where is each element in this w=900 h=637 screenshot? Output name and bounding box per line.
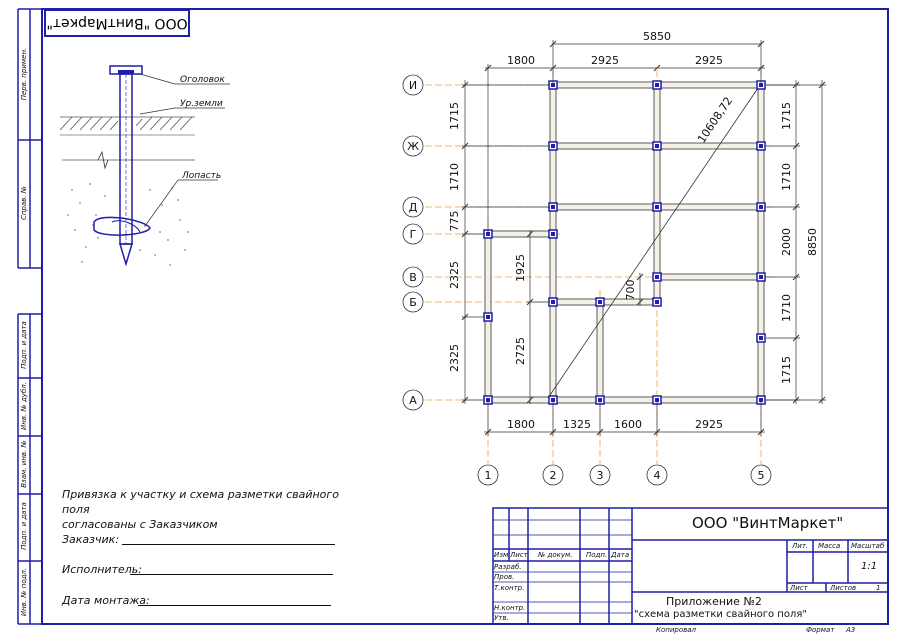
dim-left-3: 775: [448, 211, 461, 232]
axis-row-d: Д: [409, 201, 418, 214]
install-date-field: Дата монтажа:: [62, 594, 331, 607]
tb-role-checker: Пров.: [494, 573, 515, 581]
tb-col-sign: Подп.: [586, 551, 608, 559]
axis-row-b: Б: [409, 296, 417, 309]
customer-signature: Заказчик:: [62, 533, 335, 546]
axis-row-v: В: [409, 271, 417, 284]
pile-head-label: Оголовок: [180, 75, 225, 85]
customer-label: Заказчик:: [62, 533, 120, 546]
agreement-text: Привязка к участку и схема разметки свай…: [62, 487, 362, 532]
axis-row-g: Г: [410, 228, 417, 241]
axis-col-4: 4: [654, 469, 661, 482]
tb-sheets-value: 1: [876, 584, 881, 592]
tb-scale-label: Масштаб: [851, 542, 885, 550]
tb-col-date: Дата: [611, 551, 630, 559]
axis-row-a: А: [409, 394, 417, 407]
side-label-ref-no: Справ. №: [20, 185, 28, 221]
dim-right-total: 8850: [806, 228, 819, 256]
dim-bottom-3: 1600: [614, 418, 642, 431]
tb-mass-label: Масса: [818, 542, 841, 550]
ground-level-label: Ур.земли: [180, 99, 223, 109]
install-date-label: Дата монтажа:: [62, 594, 150, 607]
tb-format-value: А3: [846, 626, 856, 634]
tb-col-list: Лист: [510, 551, 528, 559]
dim-left-4: 2325: [448, 261, 461, 289]
contractor-signature: Исполнитель:: [62, 563, 333, 576]
top-corner-company: ООО "ВинтМаркет": [46, 15, 188, 31]
tb-lit-label: Лит.: [792, 542, 809, 550]
dim-top-3: 2925: [695, 54, 723, 67]
side-label-first-use: Перв. примен.: [20, 47, 28, 101]
tb-role-approver: Утв.: [494, 614, 509, 622]
axis-col-1: 1: [485, 469, 492, 482]
tb-role-tcontrol: Т.контр.: [494, 584, 525, 592]
agreement-line-2: согласованы с Заказчиком: [62, 518, 218, 531]
tb-role-ncontrol: Н.контр.: [494, 604, 526, 612]
dim-bottom-2: 1325: [563, 418, 591, 431]
dim-bottom-4: 2925: [695, 418, 723, 431]
tb-copied: Копировал: [656, 626, 696, 634]
tb-appendix-title: Приложение №2: [666, 595, 762, 608]
dim-right-1: 1715: [780, 102, 793, 130]
dim-left-1: 1715: [448, 102, 461, 130]
axis-col-5: 5: [758, 469, 765, 482]
tb-col-doc: № докум.: [538, 551, 573, 559]
tb-company: ООО "ВинтМаркет": [692, 514, 844, 532]
axis-row-zh: Ж: [407, 140, 419, 153]
dim-right-2: 1710: [780, 163, 793, 191]
pile-illustration: Оголовок Ур.земли Лопасть: [59, 65, 230, 267]
tb-role-developer: Разраб.: [494, 563, 522, 571]
dim-right-4: 1710: [780, 294, 793, 322]
dim-top-1: 1800: [507, 54, 535, 67]
dim-left-2: 1710: [448, 163, 461, 191]
axis-col-3: 3: [597, 469, 604, 482]
blade-label: Лопасть: [181, 171, 221, 181]
tb-sheets-label: Листов: [830, 584, 857, 592]
title-block: [492, 507, 889, 625]
dim-bottom-1: 1800: [507, 418, 535, 431]
axis-col-2: 2: [550, 469, 557, 482]
dim-inner-1: 1925: [514, 254, 527, 282]
dim-right-5: 1715: [780, 356, 793, 384]
agreement-line-1: Привязка к участку и схема разметки свай…: [62, 488, 339, 516]
side-label-orig-inv: Инв. № подл.: [20, 567, 28, 617]
side-label-sign-date-1: Подп. и дата: [20, 321, 28, 369]
dim-inner-3: 700: [624, 280, 637, 301]
tb-format-label: Формат: [806, 626, 835, 634]
tb-col-izm: Изм: [494, 551, 509, 559]
dim-top-2: 2925: [591, 54, 619, 67]
tb-appendix-subtitle: "схема разметки свайного поля": [634, 609, 807, 620]
side-label-sign-date-2: Подп. и дата: [20, 502, 28, 550]
contractor-label: Исполнитель:: [62, 563, 142, 576]
dim-diagonal: 10608,72: [695, 95, 735, 146]
dim-left-5: 2325: [448, 344, 461, 372]
dim-inner-2: 2725: [514, 337, 527, 365]
axis-row-i: И: [409, 79, 417, 92]
tb-scale-value: 1:1: [861, 561, 878, 572]
dim-top-total: 5850: [643, 30, 671, 43]
side-label-replace-inv: Взам. инв. №: [20, 440, 28, 488]
tb-sheet-label: Лист: [790, 584, 808, 592]
outer-frame: [41, 8, 889, 625]
side-stamp-column: [17, 8, 42, 625]
pile-field-plan: 5850 1800 2925 2925 1800 1325 1600 2925 …: [402, 30, 826, 486]
dim-right-3: 2000: [780, 228, 793, 256]
top-corner-stamp: ООО "ВинтМаркет": [44, 9, 190, 37]
